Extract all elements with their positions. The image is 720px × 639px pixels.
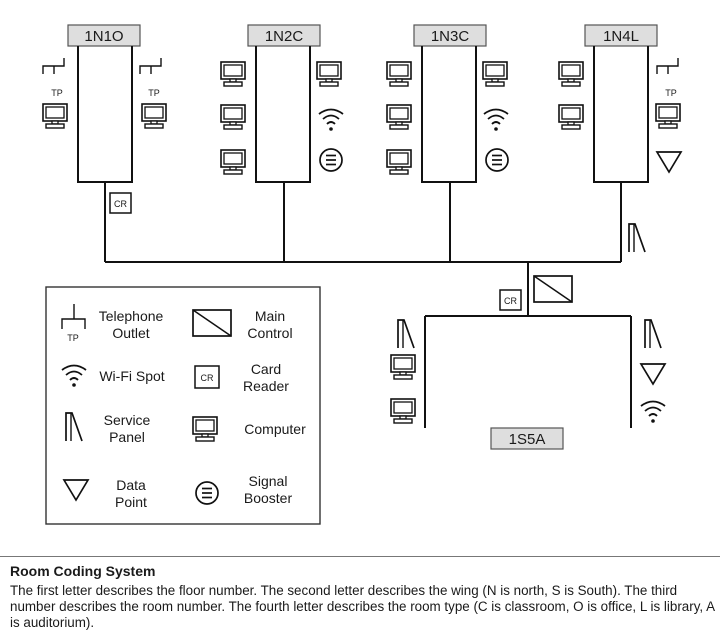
room-1n4l-walls — [593, 46, 649, 183]
room-label-text: 1N1O — [84, 28, 123, 45]
room-label-text: 1S5A — [509, 431, 546, 448]
room-label-text: 1N3C — [431, 28, 470, 45]
legend-service-panel-line1: Service — [104, 412, 151, 428]
legend-wifi: Wi-Fi Spot — [99, 368, 164, 384]
room-label-1n2c: 1N2C — [247, 24, 321, 47]
card-reader-icon: CR — [109, 192, 132, 214]
computer-icon — [141, 103, 167, 129]
wifi-icon — [640, 400, 666, 424]
signal-booster-icon — [485, 148, 509, 172]
service-panel-icon — [644, 319, 662, 349]
computer-icon — [220, 61, 246, 87]
computer-icon — [558, 61, 584, 87]
room-label-1n4l: 1N4L — [584, 24, 658, 47]
room-1n2c-walls — [255, 46, 311, 183]
tp-label: TP — [51, 88, 63, 98]
legend-computer: Computer — [244, 421, 306, 437]
network-backbone — [104, 182, 632, 428]
legend-signal-booster-line2: Booster — [244, 490, 293, 506]
footer-body: The first letter describes the floor num… — [10, 583, 715, 630]
tp-label: TP — [148, 88, 160, 98]
telephone-outlet-icon: TP — [656, 58, 679, 98]
computer-icon — [42, 103, 68, 129]
legend: TP Telephone Outlet Main Control Wi-Fi S… — [45, 286, 321, 525]
legend-data-point-line1: Data — [116, 477, 146, 493]
wifi-icon — [318, 108, 344, 132]
cr-label: CR — [114, 199, 127, 209]
computer-icon — [482, 61, 508, 87]
data-point-icon — [640, 363, 666, 385]
room-label-1n1o: 1N1O — [67, 24, 141, 47]
legend-telephone-line2: Outlet — [112, 325, 149, 341]
tp-label: TP — [67, 333, 79, 343]
legend-service-panel-line2: Panel — [109, 429, 145, 445]
legend-signal-booster-line1: Signal — [249, 473, 288, 489]
computer-icon — [220, 149, 246, 175]
signal-booster-icon — [195, 481, 219, 505]
computer-icon — [316, 61, 342, 87]
legend-card-reader-line2: Reader — [243, 378, 289, 394]
room-label-1s5a: 1S5A — [490, 427, 564, 450]
tp-label: TP — [665, 88, 677, 98]
network-diagram: 1N1O 1N2C 1N3C 1N4L TP — [42, 24, 682, 525]
legend-card-reader-line1: Card — [251, 361, 281, 377]
legend-data-point-line2: Point — [115, 494, 147, 510]
computer-icon — [390, 354, 416, 380]
wifi-icon — [483, 108, 509, 132]
main-control-icon — [192, 309, 232, 337]
room-label-text: 1N4L — [603, 28, 639, 45]
data-point-icon — [656, 151, 682, 173]
computer-icon — [558, 104, 584, 130]
main-control-icon — [533, 275, 573, 303]
computer-icon — [655, 103, 681, 129]
computer-icon — [192, 416, 218, 442]
legend-telephone-line1: Telephone — [99, 308, 164, 324]
room-coding-footer: Room Coding System The first letter desc… — [0, 556, 720, 639]
signal-booster-icon — [319, 148, 343, 172]
service-panel-icon — [397, 319, 415, 349]
room-label-1n3c: 1N3C — [413, 24, 487, 47]
computer-icon — [386, 149, 412, 175]
footer-title: Room Coding System — [10, 563, 156, 579]
room-1n3c-walls — [421, 46, 477, 183]
computer-icon — [220, 104, 246, 130]
card-reader-icon: CR — [194, 365, 220, 389]
cr-label: CR — [504, 296, 517, 306]
cr-label: CR — [201, 373, 214, 383]
computer-icon — [390, 398, 416, 424]
room-1n1o-walls — [77, 46, 133, 183]
legend-main-control-line1: Main — [255, 308, 285, 324]
room-label-text: 1N2C — [265, 28, 304, 45]
computer-icon — [386, 61, 412, 87]
telephone-outlet-icon: TP — [139, 58, 162, 98]
computer-icon — [386, 104, 412, 130]
telephone-outlet-icon: TP — [61, 304, 86, 343]
legend-main-control-line2: Control — [247, 325, 292, 341]
card-reader-icon: CR — [499, 289, 522, 311]
telephone-outlet-icon: TP — [42, 58, 65, 98]
service-panel-icon — [628, 223, 646, 253]
